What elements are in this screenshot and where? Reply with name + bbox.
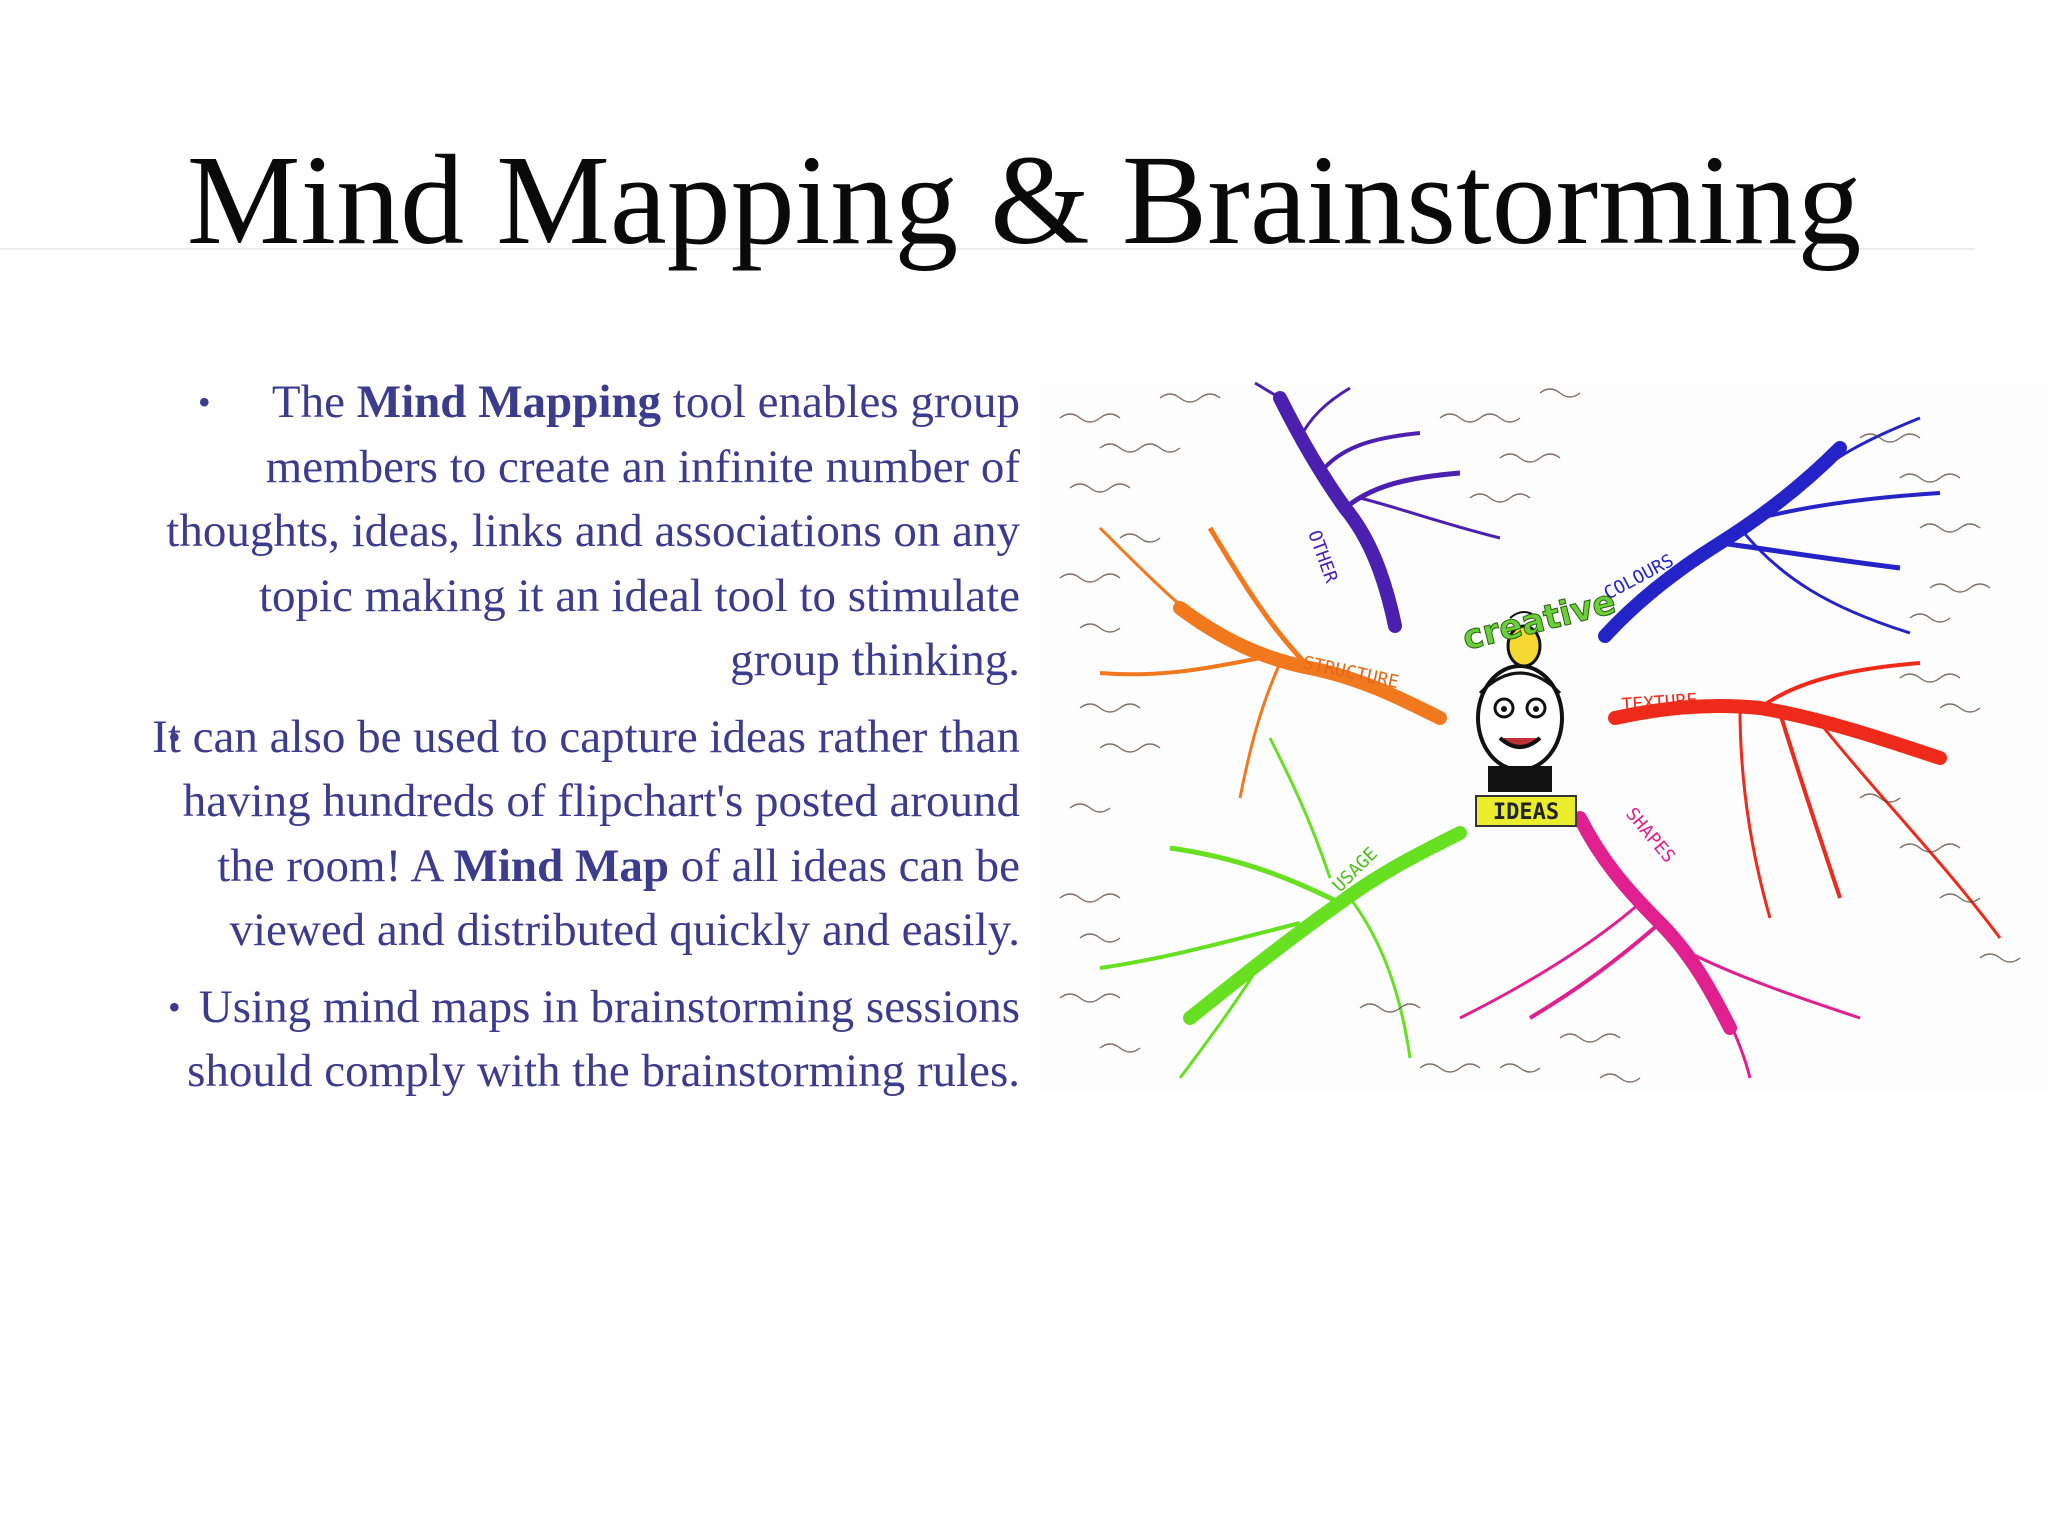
branch-texture: TEXTURE (1608, 661, 2002, 939)
ideas-banner (1475, 795, 1577, 827)
branch-structure: STRUCTURE (1098, 526, 1447, 799)
bullet-bold-text: Mind Map (453, 839, 669, 892)
branch-label-shapes: SHAPES (1621, 804, 1679, 867)
bullet-icon: • (168, 986, 181, 1027)
branch-usage: USAGE (1099, 737, 1467, 1079)
mind-map-image: OTHER COLOURS STRUCTURE (1040, 378, 2048, 1090)
scribble-words (1059, 388, 2021, 1083)
bullet-item: •Using mind maps in brainstorming sessio… (150, 975, 1020, 1104)
bullet-text: The (271, 376, 357, 428)
bullet-text: of all ideas can be viewed and distribut… (229, 839, 1020, 957)
bullet-item: • The Mind Mapping tool enables group mem… (150, 370, 1020, 693)
bullet-item: •It can also be used to capture ideas ra… (150, 705, 1020, 963)
bullet-text: tool enables group members to create an … (166, 376, 1020, 686)
bullet-icon: • (198, 382, 211, 422)
branch-label-structure: STRUCTURE (1301, 652, 1401, 693)
title-divider (0, 248, 1975, 250)
bullet-text: It can also be used to capture ideas rat… (152, 710, 1020, 892)
central-label-bottom: IDEAS (1493, 800, 1559, 825)
bullet-list: • The Mind Mapping tool enables group mem… (150, 370, 1020, 1116)
bullet-bold-text: Mind Mapping (356, 376, 662, 428)
branch-colours: COLOURS (1598, 416, 1941, 643)
bullet-text: Using mind maps in brainstorming session… (187, 980, 1020, 1098)
bullet-icon: • (168, 716, 181, 757)
central-figure (1476, 611, 1564, 792)
slide-title: Mind Mapping & Brainstorming (186, 129, 1862, 271)
branch-label-other: OTHER (1303, 528, 1341, 586)
branch-shapes: SHAPES (1459, 804, 1861, 1079)
mind-map-drawing: OTHER COLOURS STRUCTURE (1059, 381, 2021, 1083)
